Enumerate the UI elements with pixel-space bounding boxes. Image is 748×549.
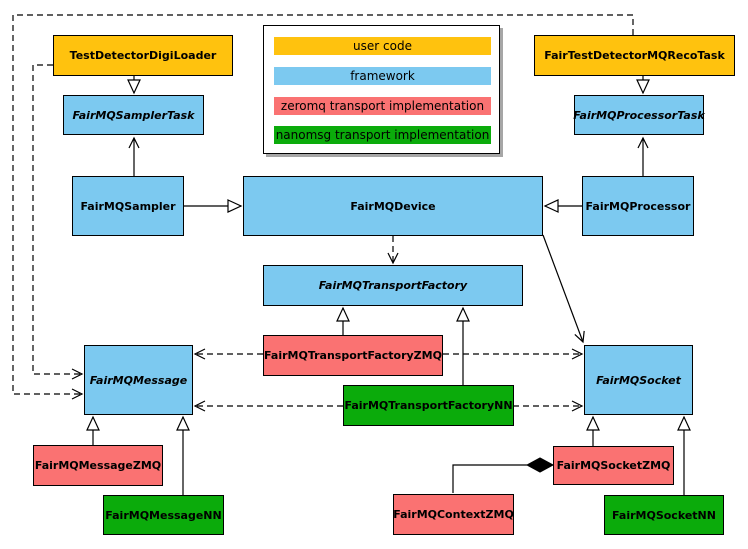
legend: user code framework zeromq transport imp… — [263, 25, 500, 154]
legend-item-zeromq: zeromq transport implementation — [274, 97, 491, 115]
node-fairmqtransportfactoryzmq: FairMQTransportFactoryZMQ — [263, 335, 443, 376]
edge-socketzmq-contextzmq — [452, 464, 527, 493]
node-fairmqprocessor: FairMQProcessor — [582, 176, 694, 236]
node-fairmqsocketzmq: FairMQSocketZMQ — [553, 446, 674, 485]
node-fairmqsamplertask: FairMQSamplerTask — [63, 95, 204, 135]
node-fairmqmessage: FairMQMessage — [84, 345, 193, 415]
node-fairmqtransportfactorynn: FairMQTransportFactoryNN — [343, 385, 514, 426]
node-fairmqmessagenn: FairMQMessageNN — [103, 495, 224, 535]
node-fairmqprocessortask: FairMQProcessorTask — [573, 95, 705, 135]
node-testdetectordigiloader: TestDetectorDigiLoader — [53, 35, 233, 76]
legend-item-user-code: user code — [274, 37, 491, 55]
edge-loader-message — [32, 64, 84, 380]
node-fairmqtransportfactory: FairMQTransportFactory — [263, 265, 523, 306]
node-fairmqdevice: FairMQDevice — [243, 176, 543, 236]
node-fairmqsocket: FairMQSocket — [584, 345, 693, 415]
node-fairmqsocketnn: FairMQSocketNN — [604, 495, 724, 535]
edge-recotask-message — [12, 14, 634, 400]
node-fairmqsampler: FairMQSampler — [72, 176, 184, 236]
edge-device-socket — [542, 234, 585, 344]
legend-item-nanomsg: nanomsg transport implementation — [274, 126, 491, 144]
composition-diamond — [525, 457, 555, 473]
node-fairmqmessagezmq: FairMQMessageZMQ — [33, 445, 163, 486]
node-fairtestdetectormqrecotask: FairTestDetectorMQRecoTask — [534, 35, 735, 76]
node-fairmqcontextzmq: FairMQContextZMQ — [393, 494, 514, 535]
legend-item-framework: framework — [274, 67, 491, 85]
